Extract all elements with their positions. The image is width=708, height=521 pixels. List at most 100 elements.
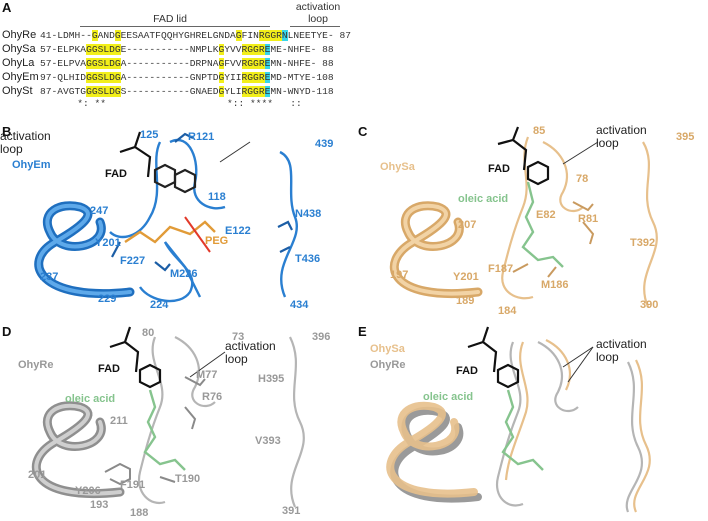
fad-molecule [109,326,162,389]
residue-label: M186 [541,279,569,291]
residue-label: 396 [312,331,330,343]
residue-label: E82 [536,209,556,221]
oleic-acid [143,389,186,471]
backbone-coils [501,136,658,308]
residue-label: F187 [488,263,513,275]
helix-ribbon [389,201,483,298]
residue-label: 201 [28,469,46,481]
residue-label: 207 [458,219,476,231]
residue-label: F227 [120,255,145,267]
peg-molecule [124,220,216,244]
oleic-acid-label: oleic acid [458,193,508,205]
side-chains [512,201,595,278]
peg-label: PEG [205,235,228,247]
residue-label: 434 [290,299,309,311]
conservation-line: *: ** *:: **** :: [60,98,314,109]
fad-label: FAD [105,168,127,180]
activation-loop-line [290,26,340,27]
residue-label: 78 [576,173,588,185]
residue-label: R81 [578,213,598,225]
residue-label: 197 [390,269,408,281]
residue-label: R76 [202,391,222,403]
helix-ribbon-orange [386,401,478,498]
residue-labels-b: 125 R121 118 E122 247 Y201 F227 M226 237… [40,129,333,311]
activation-loop-label: activation loop [295,1,341,25]
residue-label: H395 [258,373,284,385]
helix-ribbon [31,401,125,498]
panel-e-letter: E [358,324,367,339]
backbone-coils [137,336,305,508]
backbone-coils [495,339,651,513]
residue-label: 395 [676,131,694,143]
residue-label: 184 [498,305,517,317]
residue-labels-d: 80 73 M77 R76 211 201 Y206 F191 T190 193… [28,327,330,519]
fad-label: FAD [488,163,510,175]
residue-label: E122 [225,225,251,237]
residue-label: V393 [255,435,281,447]
residue-label: 390 [640,299,658,311]
residue-label: R121 [188,131,214,143]
residue-label: N438 [295,208,321,220]
residue-label: 73 [232,331,244,343]
protein-label-ohyre: OhyRe [18,359,53,371]
panel-b-letter: B [2,124,12,139]
fad-molecule [467,326,520,389]
residue-label: M77 [196,369,217,381]
residue-label: 80 [142,327,154,339]
residue-label: 125 [140,129,158,141]
residue-label: 247 [90,205,108,217]
residue-label: 211 [110,415,128,427]
residue-label: 85 [533,125,545,137]
protein-label-ohyre: OhyRe [370,359,405,371]
helix-ribbon [34,201,135,298]
fad-label: FAD [456,365,478,377]
residue-label: 237 [40,271,58,283]
protein-label-ohyem: OhyEm [12,159,51,171]
backbone-coils [109,138,298,303]
protein-label-ohysa: OhySa [370,343,406,355]
side-chains [104,376,206,486]
fad-label: FAD [98,363,120,375]
residue-label: 118 [208,191,226,203]
residue-label: Y206 [75,485,101,497]
residue-label: T190 [175,473,200,485]
residue-label: 391 [282,505,300,517]
row-name: OhyRe [2,29,37,41]
panel-c-letter: C [358,124,368,139]
panel-d-letter: D [2,324,12,339]
residue-label: Y201 [95,237,121,249]
residue-label: T436 [295,253,320,265]
alignment-row-ohyem: OhyEm97-QLHIDGGSLDGA-----------GNPTDGYII… [2,71,334,83]
panel-a-letter: A [2,0,12,15]
row-end: 87 [333,30,351,41]
fad-molecule [119,131,197,194]
oleic-acid [501,389,544,471]
residue-label: 189 [456,295,474,307]
protein-label-ohysa: OhySa [380,161,416,173]
oleic-acid-label: oleic acid [423,391,473,403]
side-chains [111,132,293,272]
fad-lid-line [80,26,270,27]
residue-label: 439 [315,138,333,150]
residue-label: T392 [630,237,655,249]
residue-label: 193 [90,499,108,511]
row-start: 41- [40,30,58,41]
fad-lid-label: FAD lid [153,13,187,25]
fad-molecule [497,126,550,186]
residue-label: 188 [130,507,148,519]
row-seq-1: LDMH-- [57,30,92,41]
residue-label: Y201 [453,271,479,283]
residue-label: 229 [98,293,116,305]
